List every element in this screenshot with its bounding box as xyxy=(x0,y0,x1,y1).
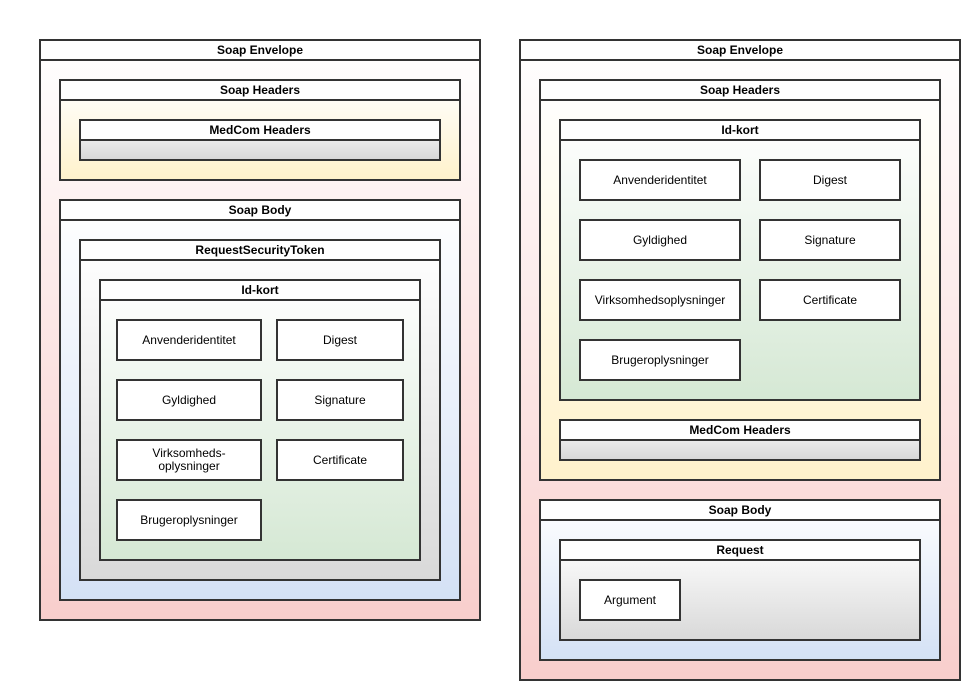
right-medcom-headers: MedCom Headers xyxy=(559,419,921,461)
right-digest-label: Digest xyxy=(812,172,847,187)
left-request-security-token-title: RequestSecurityToken xyxy=(81,241,439,261)
left-medcom-headers-title: MedCom Headers xyxy=(81,121,439,141)
left-brugeroplysninger-box: Brugeroplysninger xyxy=(116,499,262,541)
right-anvenderidentitet-box: Anvenderidentitet xyxy=(579,159,741,201)
right-argument-box: Argument xyxy=(579,579,681,621)
right-brugeroplysninger-label: Brugeroplysninger xyxy=(611,352,709,367)
left-medcom-headers: MedCom Headers xyxy=(79,119,441,161)
left-brugeroplysninger-label: Brugeroplysninger xyxy=(140,512,238,527)
left-soap-body-title: Soap Body xyxy=(61,201,459,221)
left-gyldighed-box: Gyldighed xyxy=(116,379,262,421)
right-request-title: Request xyxy=(561,541,919,561)
right-soap-envelope-title: Soap Envelope xyxy=(521,41,959,61)
left-virksomheds-label-line1: Virksomheds- xyxy=(152,446,226,460)
right-soap-headers-title: Soap Headers xyxy=(541,81,939,101)
right-signature-box: Signature xyxy=(759,219,901,261)
left-virksomheds-label-line2: oplysninger xyxy=(158,459,220,473)
right-brugeroplysninger-box: Brugeroplysninger xyxy=(579,339,741,381)
right-virksomhedsoplysninger-label: Virksomhedsoplysninger xyxy=(594,292,726,307)
left-anvenderidentitet-box: Anvenderidentitet xyxy=(116,319,262,361)
left-gyldighed-label: Gyldighed xyxy=(161,392,217,407)
right-signature-label: Signature xyxy=(804,232,856,247)
right-id-kort-title: Id-kort xyxy=(561,121,919,141)
right-soap-body-title: Soap Body xyxy=(541,501,939,521)
left-anvenderidentitet-label: Anvenderidentitet xyxy=(142,332,236,347)
right-anvenderidentitet-label: Anvenderidentitet xyxy=(613,172,707,187)
right-digest-box: Digest xyxy=(759,159,901,201)
right-gyldighed-label: Gyldighed xyxy=(632,232,688,247)
left-signature-label: Signature xyxy=(314,392,366,407)
left-id-kort-title: Id-kort xyxy=(101,281,419,301)
left-certificate-label: Certificate xyxy=(312,452,368,467)
right-request: Request xyxy=(559,539,921,641)
left-soap-headers-title: Soap Headers xyxy=(61,81,459,101)
right-virksomhedsoplysninger-box: Virksomhedsoplysninger xyxy=(579,279,741,321)
right-argument-label: Argument xyxy=(603,592,657,607)
left-digest-label: Digest xyxy=(322,332,357,347)
left-digest-box: Digest xyxy=(276,319,404,361)
left-signature-box: Signature xyxy=(276,379,404,421)
right-medcom-headers-title: MedCom Headers xyxy=(561,421,919,441)
right-certificate-label: Certificate xyxy=(802,292,858,307)
left-soap-envelope-title: Soap Envelope xyxy=(41,41,479,61)
right-certificate-box: Certificate xyxy=(759,279,901,321)
left-virksomhedsoplysninger-box: Virksomheds- oplysninger xyxy=(116,439,262,481)
left-certificate-box: Certificate xyxy=(276,439,404,481)
right-gyldighed-box: Gyldighed xyxy=(579,219,741,261)
